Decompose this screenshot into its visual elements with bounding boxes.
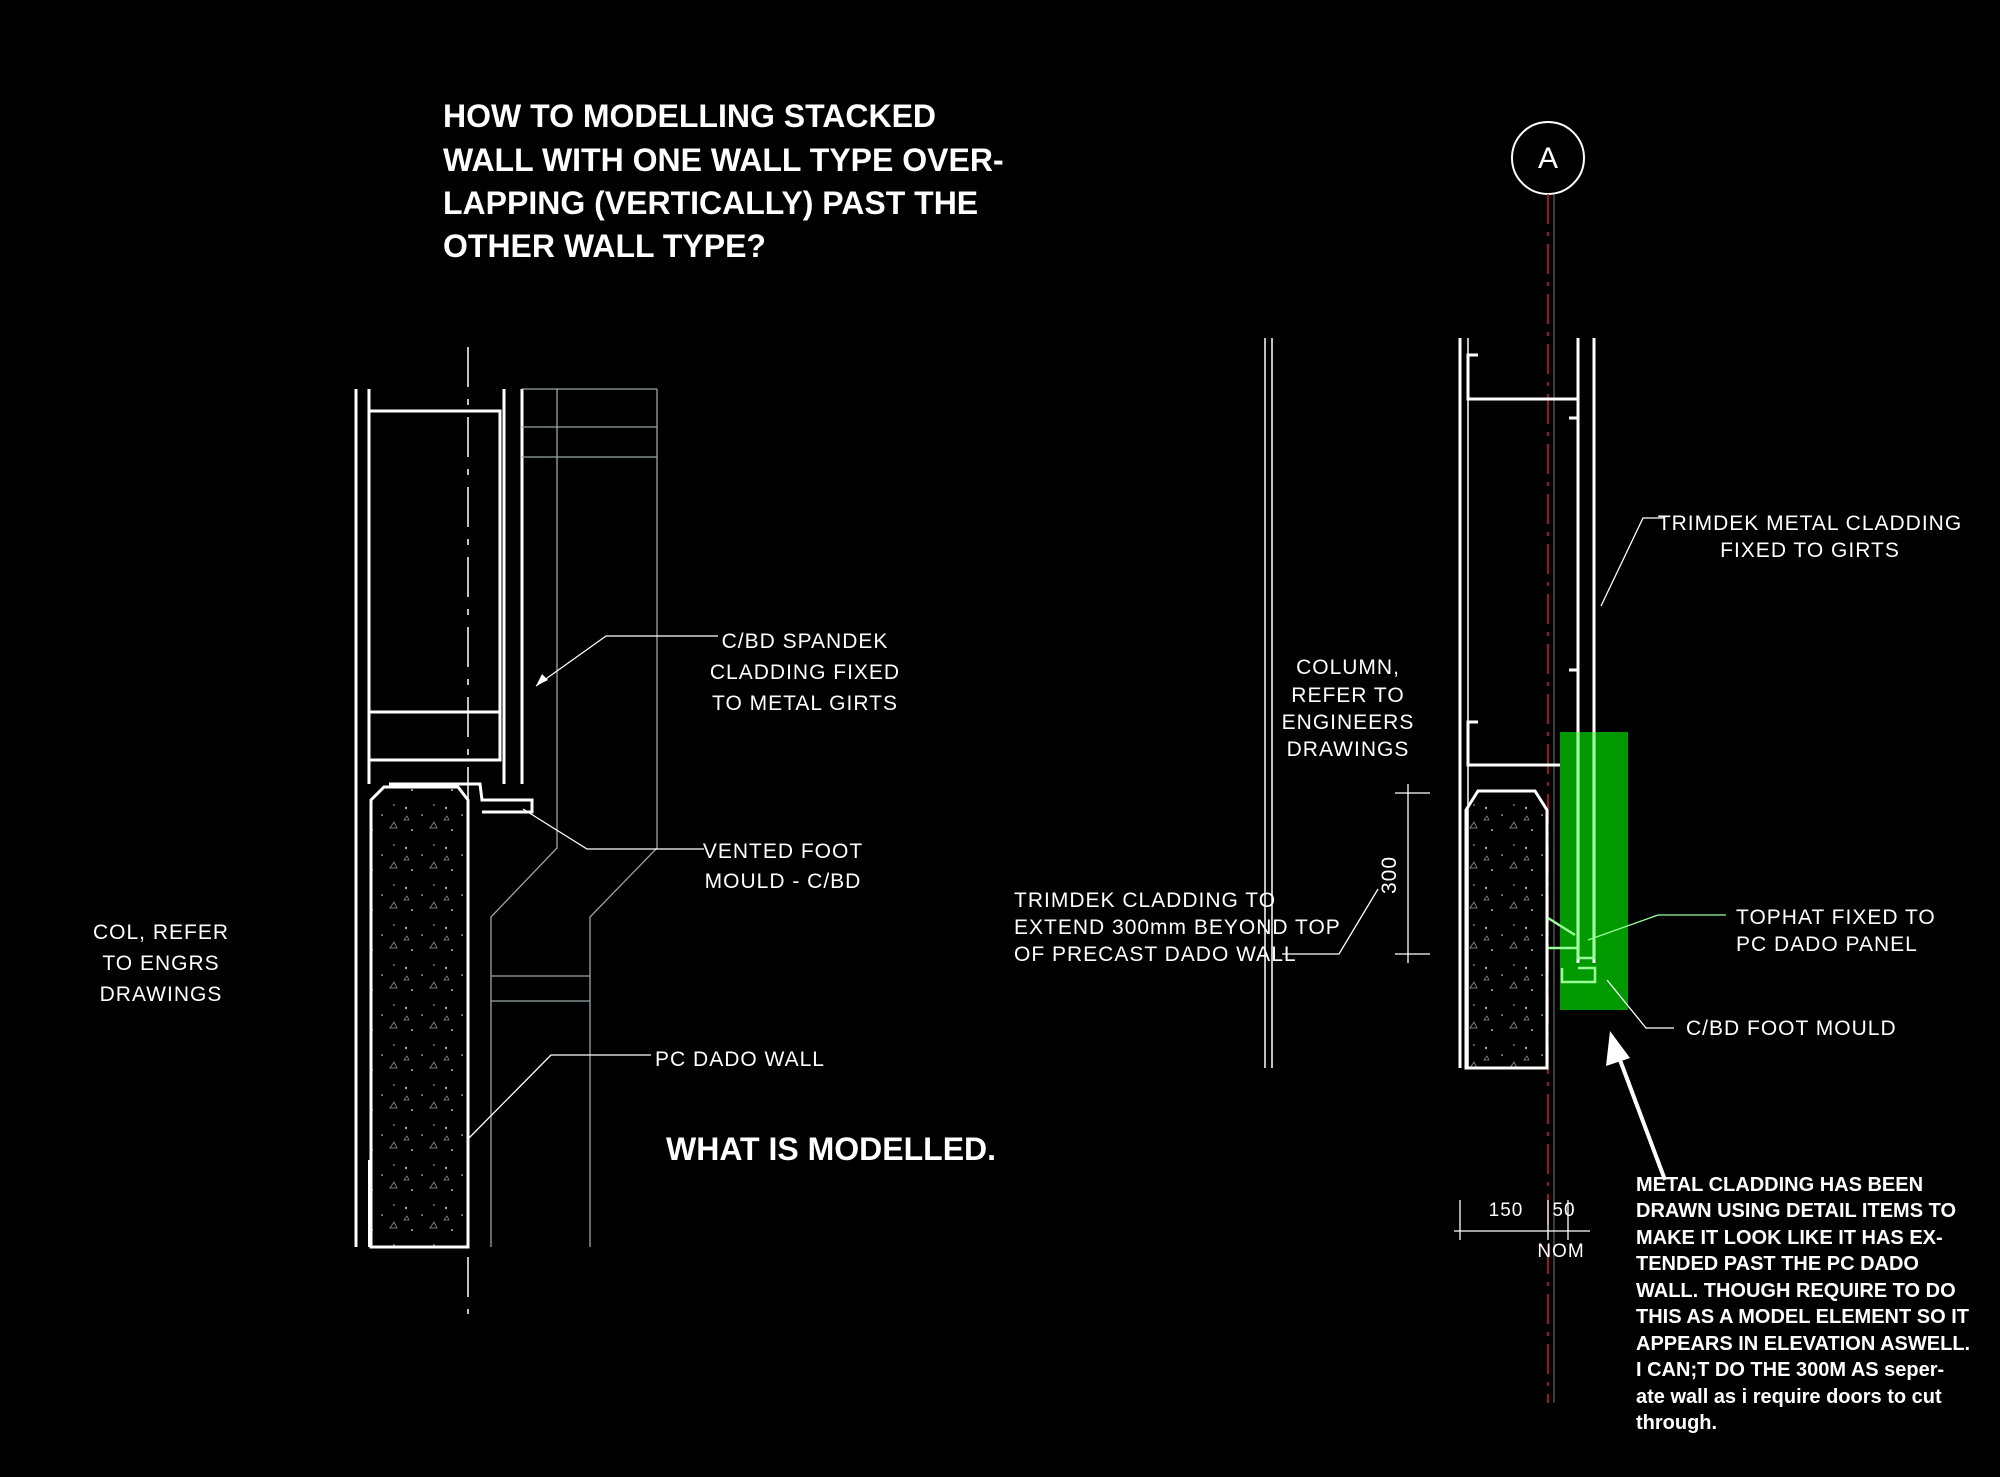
leader-extend [1282, 888, 1379, 955]
left-wall-section: C/BD SPANDEK CLADDING FIXED TO METAL GIR… [93, 347, 996, 1314]
dim-nom: NOM [1537, 1241, 1584, 1262]
explanation-note: METAL CLADDING HAS BEEN DRAWN USING DETA… [1636, 1174, 1970, 1434]
label-tophat: PC DADO PANEL [1736, 933, 1918, 956]
label-foot-mould: C/BD FOOT MOULD [1686, 1017, 1897, 1040]
leader-dado [467, 1054, 651, 1140]
label-dado-wall: PC DADO WALL [655, 1048, 825, 1071]
label-trimdek: TRIMDEK METAL CLADDING [1658, 512, 1962, 535]
label-col: DRAWINGS [100, 983, 223, 1006]
note-line: APPEARS IN ELEVATION ASWELL. [1636, 1333, 1970, 1355]
label-column: REFER TO [1291, 684, 1404, 707]
dim-150: 150 [1489, 1200, 1524, 1221]
label-foot-mould: MOULD - C/BD [705, 870, 862, 893]
title-line: OTHER WALL TYPE? [443, 228, 766, 264]
leader-foot-mould [522, 808, 704, 850]
pc-dado-wall [369, 785, 470, 1249]
label-column: DRAWINGS [1287, 738, 1410, 761]
label-foot-mould: VENTED FOOT [703, 840, 863, 863]
label-extend: OF PRECAST DADO WALL [1014, 943, 1297, 966]
note-line: MAKE IT LOOK LIKE IT HAS EX- [1636, 1227, 1943, 1249]
label-spandek: CLADDING FIXED [710, 661, 900, 684]
pc-dado-wall [1464, 789, 1549, 1070]
note-line: DRAWN USING DETAIL ITEMS TO [1636, 1200, 1956, 1222]
title-line: HOW TO MODELLING STACKED [443, 98, 936, 134]
leader-foot-mould [1606, 979, 1674, 1029]
label-col: COL, REFER [93, 921, 229, 944]
leader-spandek [535, 635, 718, 687]
note-line: METAL CLADDING HAS BEEN [1636, 1174, 1923, 1196]
girt [369, 409, 502, 762]
caption-what-is-modelled: WHAT IS MODELLED. [666, 1131, 996, 1167]
arrow-to-note [1618, 1059, 1667, 1181]
note-line: through. [1636, 1412, 1717, 1434]
note-line: ate wall as i require doors to cut [1636, 1386, 1942, 1408]
dim-300: 300 [1378, 856, 1401, 894]
label-trimdek: FIXED TO GIRTS [1720, 539, 1900, 562]
title-line: LAPPING (VERTICALLY) PAST THE [443, 185, 978, 221]
label-column: ENGINEERS [1282, 711, 1415, 734]
girt [1466, 353, 1578, 767]
label-tophat: TOPHAT FIXED TO [1736, 906, 1936, 929]
grid-bubble-label: A [1538, 142, 1558, 175]
label-spandek: C/BD SPANDEK [722, 630, 889, 653]
title-line: WALL WITH ONE WALL TYPE OVER- [443, 142, 1004, 178]
note-line: I CAN;T DO THE 300M AS seper- [1636, 1359, 1944, 1381]
dim-50: 50 [1552, 1200, 1575, 1221]
label-spandek: TO METAL GIRTS [712, 692, 898, 715]
leader-trimdek [1600, 517, 1665, 607]
label-col: TO ENGRS [102, 952, 219, 975]
right-wall-section: A 300 150 50 NOM TRIMDEK METAL CLADDING … [1014, 121, 1970, 1434]
note-line: TENDED PAST THE PC DADO [1636, 1253, 1919, 1275]
question-title: HOW TO MODELLING STACKED WALL WITH ONE W… [443, 98, 1004, 264]
label-column: COLUMN, [1296, 656, 1400, 679]
label-extend: EXTEND 300mm BEYOND TOP [1014, 916, 1341, 939]
leader-tophat [1587, 914, 1726, 941]
label-extend: TRIMDEK CLADDING TO [1014, 889, 1276, 912]
note-line: WALL. THOUGH REQUIRE TO DO [1636, 1280, 1956, 1302]
note-line: THIS AS A MODEL ELEMENT SO IT [1636, 1306, 1969, 1328]
foot-mould [389, 782, 534, 814]
